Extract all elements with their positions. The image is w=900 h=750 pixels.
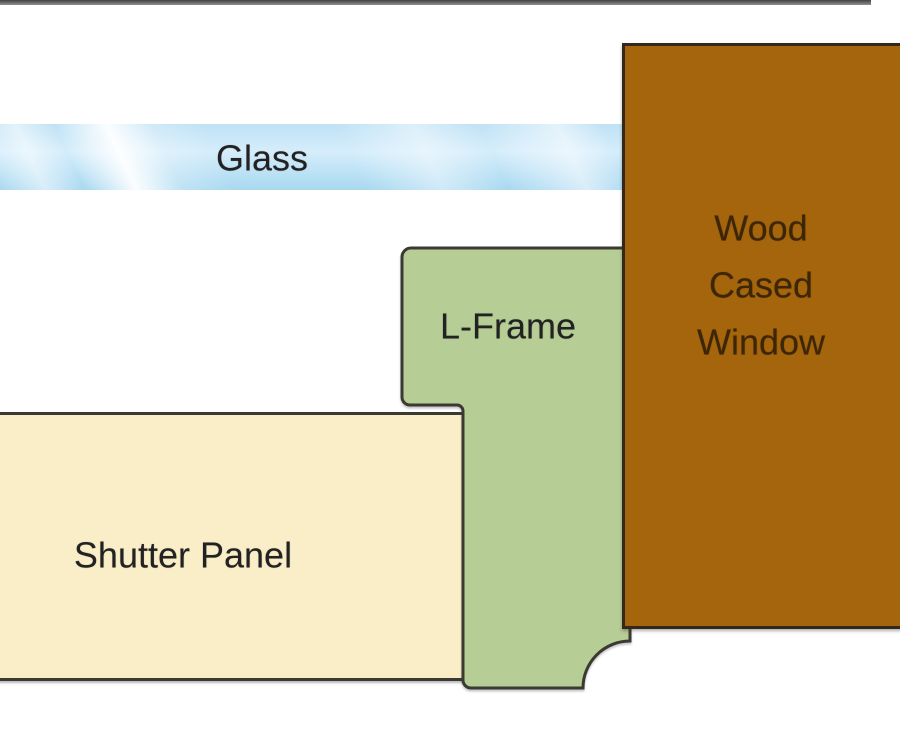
wood-cased-window-label: Wood Cased Window (697, 200, 825, 371)
wood-cased-window-block (622, 43, 900, 629)
glass-label: Glass (215, 137, 309, 179)
top-divider-bar (0, 0, 871, 5)
shutter-panel-block (0, 412, 465, 681)
l-frame-outline (400, 246, 632, 690)
wood-label-line-1: Wood (714, 207, 808, 249)
glass-pane (0, 124, 622, 190)
wood-label-line-2: Cased (708, 264, 814, 306)
shutter-panel-label: Shutter Panel (73, 534, 293, 576)
l-frame-label: L-Frame (439, 305, 577, 347)
wood-label-line-3: Window (696, 321, 826, 363)
